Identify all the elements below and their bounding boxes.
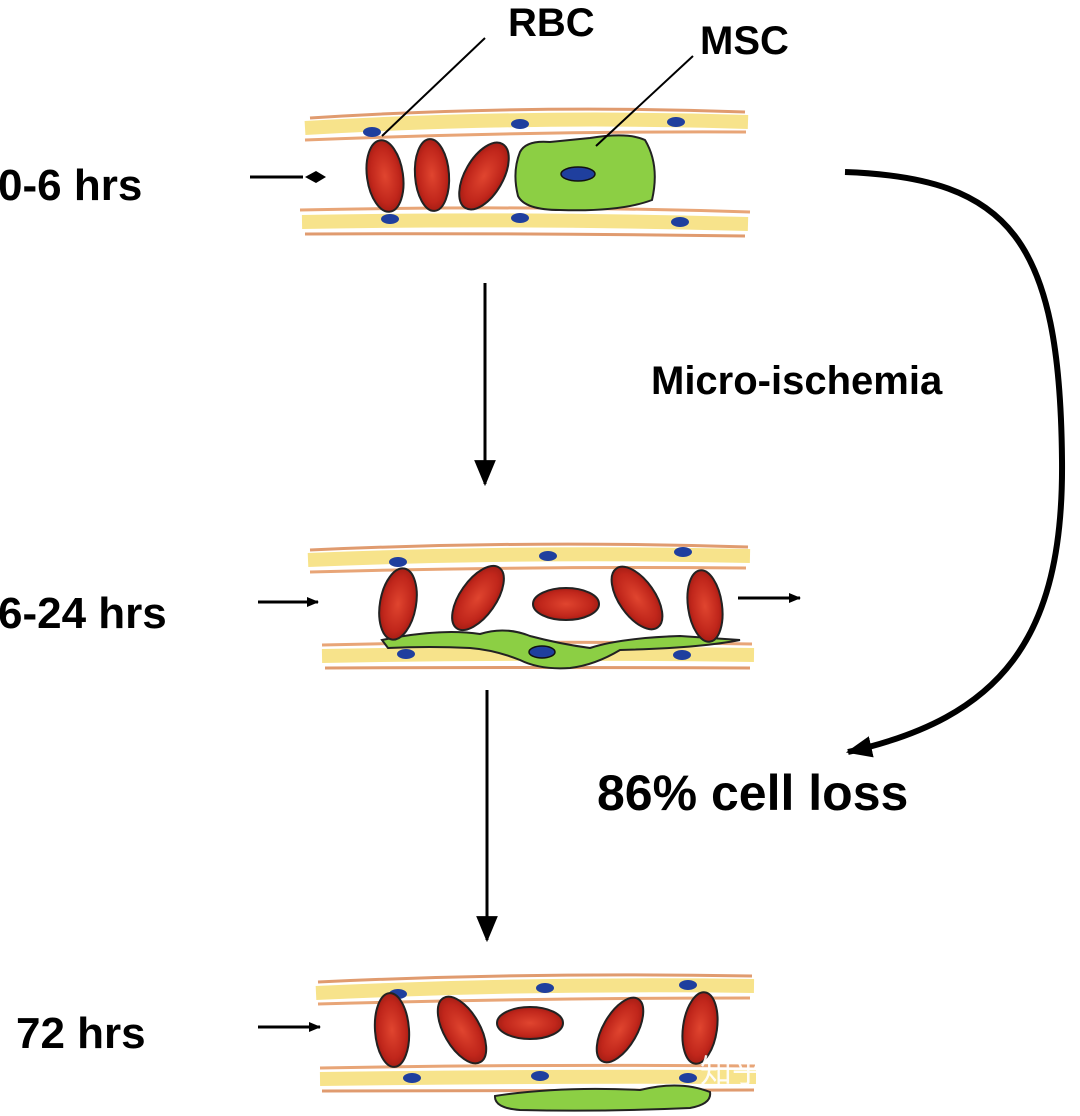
- vessel-stage-1: [299, 107, 751, 238]
- msc-label: MSC: [700, 19, 789, 63]
- red-blood-cell: [532, 587, 600, 621]
- micro-ischemia-label: Micro-ischemia: [651, 359, 943, 403]
- msc-pointer-line: [595, 55, 694, 147]
- rbc-label: RBC: [508, 1, 595, 45]
- watermark: 知乎 @生殖生物学提医生: [700, 1052, 1062, 1090]
- mesenchymal-stem-cell: [514, 134, 656, 212]
- red-blood-cell: [365, 139, 405, 213]
- rbc-pointer-line: [381, 37, 486, 137]
- red-blood-cell: [458, 141, 510, 211]
- time-label-stage-3: 72 hrs: [16, 1009, 146, 1058]
- red-blood-cell: [595, 996, 645, 1064]
- red-blood-cell: [378, 567, 418, 641]
- inflow-arrow-head-stage-1: [305, 171, 326, 183]
- vessel-wall-top: [307, 542, 751, 574]
- red-blood-cell: [436, 995, 488, 1065]
- red-blood-cell: [686, 569, 724, 643]
- red-blood-cell: [451, 564, 505, 632]
- vessel-stage-3: [315, 973, 757, 1112]
- vessel-wall-bottom: [299, 206, 751, 238]
- cell-loss-label: 86% cell loss: [597, 765, 908, 821]
- mesenchymal-stem-cell: [380, 629, 741, 670]
- red-blood-cell: [610, 565, 664, 631]
- micro-ischemia-curve-arrow: [844, 169, 1066, 758]
- red-blood-cell: [373, 992, 411, 1068]
- vessel-wall-top: [315, 973, 755, 1006]
- time-label-stage-1: 0-6 hrs: [0, 161, 142, 210]
- red-blood-cell: [496, 1006, 564, 1040]
- mesenchymal-stem-cell: [493, 1084, 712, 1112]
- time-label-stage-2: 6-24 hrs: [0, 589, 167, 638]
- vessel-stage-2: [307, 542, 755, 670]
- red-blood-cell: [413, 138, 451, 212]
- vessel-wall-top: [304, 107, 749, 142]
- red-blood-cell: [681, 991, 719, 1065]
